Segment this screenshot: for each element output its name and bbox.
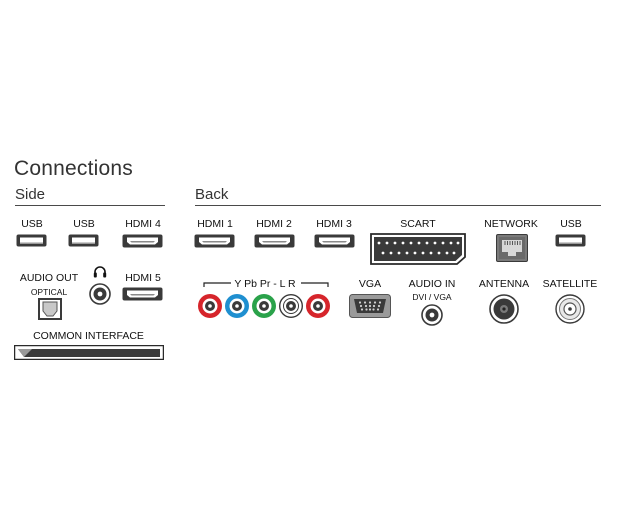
rca-l-jack xyxy=(278,293,303,319)
usb-port-side-1 xyxy=(16,234,47,247)
port-label-hdmi-4: HDMI 4 xyxy=(125,218,161,230)
rca-pb-jack xyxy=(225,294,249,318)
section-back-label: Back xyxy=(195,186,229,203)
port-label-hdmi-3: HDMI 3 xyxy=(316,218,352,230)
port-sublabel-dvi-vga: DVI / VGA xyxy=(412,292,452,302)
usb-port-side-2 xyxy=(68,234,99,247)
common-interface-slot xyxy=(14,345,164,360)
hdmi-port-5 xyxy=(122,287,163,301)
optical-port xyxy=(38,298,62,320)
port-label-network: NETWORK xyxy=(484,218,538,230)
section-back-rule xyxy=(195,205,601,206)
audio-in-jack xyxy=(421,304,443,326)
port-label-common-interface: COMMON INTERFACE xyxy=(33,330,144,342)
network-port xyxy=(496,234,528,262)
port-label-satellite: SATELLITE xyxy=(542,278,598,290)
port-label-vga: VGA xyxy=(358,278,382,290)
satellite-port xyxy=(555,294,585,324)
component-bracket xyxy=(203,278,329,288)
port-label-usb-side-1: USB xyxy=(21,218,43,230)
port-label-antenna: ANTENNA xyxy=(478,278,530,290)
rca-pr-jack xyxy=(252,294,276,318)
port-label-audio-out: AUDIO OUT xyxy=(19,272,79,284)
port-label-usb-back: USB xyxy=(560,218,582,230)
usb-port-back xyxy=(555,234,586,247)
vga-port xyxy=(349,294,391,318)
hdmi-port-1 xyxy=(194,234,235,248)
hdmi-port-3 xyxy=(314,234,355,248)
page-title: Connections xyxy=(14,157,133,180)
headphones-icon xyxy=(93,265,107,278)
port-label-scart: SCART xyxy=(400,218,436,230)
antenna-port xyxy=(489,294,519,324)
hdmi-port-4 xyxy=(122,234,163,248)
port-sublabel-optical: OPTICAL xyxy=(30,287,68,297)
section-side-rule xyxy=(15,205,165,206)
rca-r-jack xyxy=(306,294,330,318)
headphone-jack xyxy=(89,283,111,305)
port-label-hdmi-5: HDMI 5 xyxy=(125,272,161,284)
port-label-hdmi-2: HDMI 2 xyxy=(256,218,292,230)
port-label-usb-side-2: USB xyxy=(73,218,95,230)
hdmi-port-2 xyxy=(254,234,295,248)
rca-jack-group xyxy=(197,293,331,319)
scart-port xyxy=(370,233,466,265)
port-label-hdmi-1: HDMI 1 xyxy=(197,218,233,230)
section-side-label: Side xyxy=(15,186,46,203)
port-label-audio-in: AUDIO IN xyxy=(408,278,456,290)
port-label-component: Y Pb Pr - L R xyxy=(234,278,296,290)
rca-y-jack xyxy=(198,294,222,318)
